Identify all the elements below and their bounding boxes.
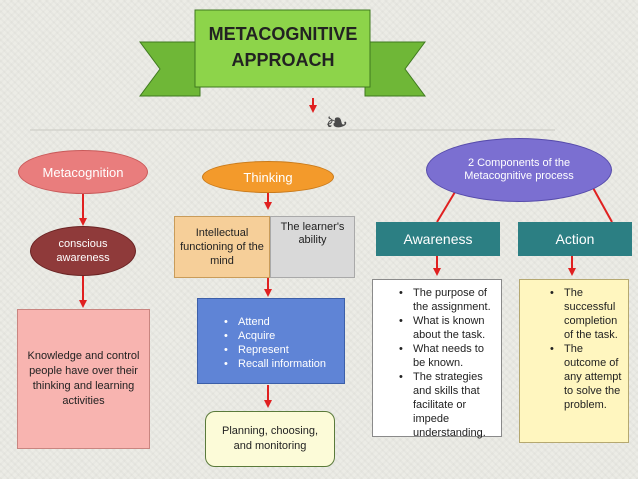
components-to-action-line bbox=[591, 185, 613, 223]
intellectual-box: Intellectual functioning of the mind bbox=[174, 216, 270, 278]
list-item: What is known about the task. bbox=[399, 314, 497, 342]
list-item: Recall information bbox=[224, 357, 340, 371]
awareness-list-box: The purpose of the assignment. What is k… bbox=[372, 279, 502, 440]
awareness-list: The purpose of the assignment. What is k… bbox=[395, 286, 497, 440]
list-item: The purpose of the assignment. bbox=[399, 286, 497, 314]
planning-box: Planning, choosing, and monitoring bbox=[205, 411, 335, 467]
knowledge-text: Knowledge and control people have over t… bbox=[27, 350, 140, 407]
awareness-header: Awareness bbox=[376, 222, 500, 256]
list-item: What needs to be known. bbox=[399, 342, 497, 370]
knowledge-box: Knowledge and control people have over t… bbox=[17, 309, 150, 449]
awareness-label: Awareness bbox=[403, 231, 473, 247]
list-item: The outcome of any attempt to solve the … bbox=[550, 342, 624, 412]
action-list: The successful completion of the task. T… bbox=[546, 286, 624, 412]
learner-box: The learner's ability bbox=[270, 216, 355, 278]
list-item: Attend bbox=[224, 315, 340, 329]
thinking-list-box: Attend Acquire Represent Recall informat… bbox=[197, 298, 345, 384]
components-oval: 2 Components of the Metacognitive proces… bbox=[426, 138, 612, 202]
thinking-list: Attend Acquire Represent Recall informat… bbox=[220, 315, 340, 371]
conscious-awareness-oval: conscious awareness bbox=[30, 226, 136, 276]
list-item: The strategies and skills that facilitat… bbox=[399, 370, 497, 440]
metacognition-label: Metacognition bbox=[42, 164, 124, 180]
planning-text: Planning, choosing, and monitoring bbox=[221, 425, 318, 452]
banner-title-line2: APPROACH bbox=[231, 50, 335, 70]
components-label: 2 Components of the Metacognitive proces… bbox=[464, 157, 574, 182]
conscious-awareness-label: conscious awareness bbox=[56, 238, 110, 264]
list-item: The successful completion of the task. bbox=[550, 286, 624, 342]
list-item: Represent bbox=[224, 343, 340, 357]
components-to-awareness-line bbox=[436, 191, 456, 223]
metacognition-oval: Metacognition bbox=[18, 150, 148, 194]
action-list-box: The successful completion of the task. T… bbox=[519, 279, 629, 443]
intellectual-text: Intellectual functioning of the mind bbox=[180, 227, 264, 267]
thinking-label: Thinking bbox=[243, 169, 293, 185]
action-header: Action bbox=[518, 222, 632, 256]
action-label: Action bbox=[555, 231, 595, 247]
banner-shape bbox=[139, 9, 426, 97]
ornament-icon: ❧ bbox=[325, 106, 349, 139]
banner-title: METACOGNITIVE APPROACH bbox=[198, 10, 368, 84]
thinking-oval: Thinking bbox=[202, 161, 334, 193]
list-item: Acquire bbox=[224, 329, 340, 343]
banner-title-line1: METACOGNITIVE bbox=[208, 24, 358, 44]
learner-text: The learner's ability bbox=[280, 221, 345, 246]
